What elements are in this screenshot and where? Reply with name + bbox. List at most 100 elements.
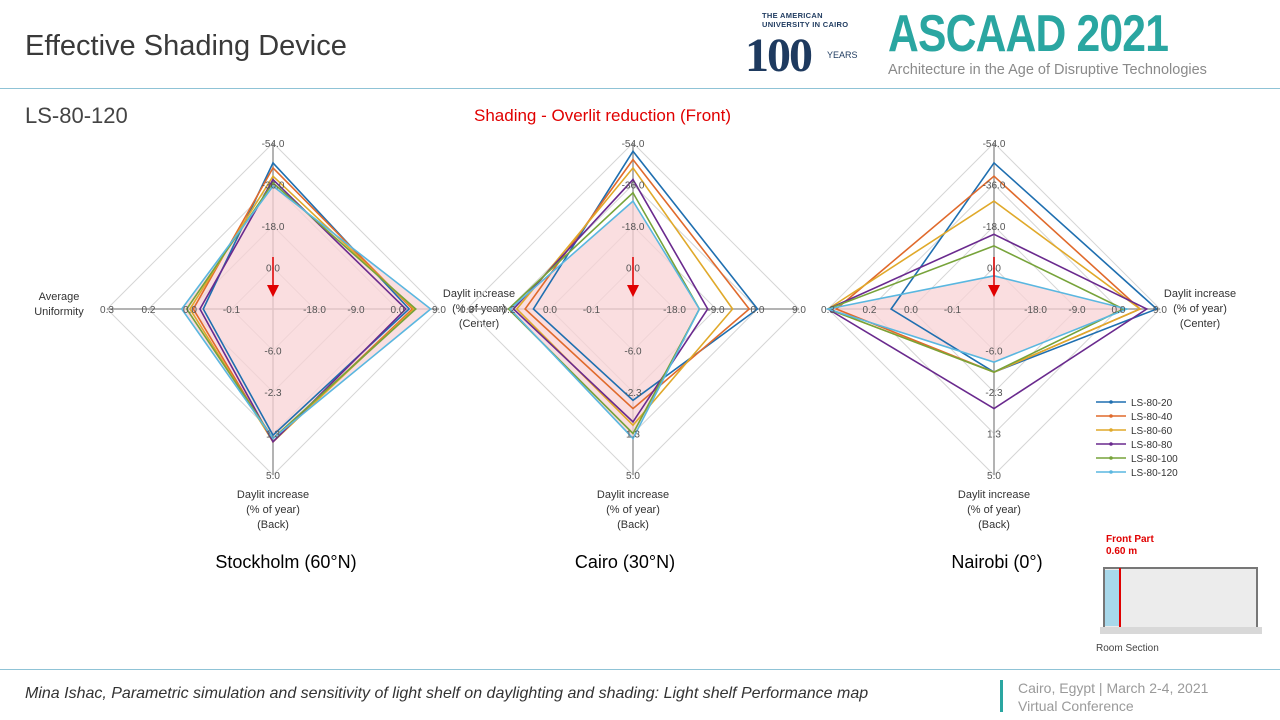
conference-logo: ASCAAD 2021 <box>888 5 1169 63</box>
radar-shaded-area <box>510 201 700 439</box>
radar-series-line <box>199 178 407 444</box>
radar-tick-label: -18.0 <box>622 222 645 233</box>
radar-tick-label: -18.0 <box>303 305 326 316</box>
radar-tick-label: 9.0 <box>792 305 806 316</box>
radar-tick-label: 1.3 <box>987 430 1001 441</box>
radar-tick-label: 0.0 <box>904 305 918 316</box>
radar-tick-label: 0.0 <box>391 305 405 316</box>
radar-tick-label: -6.0 <box>264 347 282 358</box>
legend-marker <box>1109 470 1113 474</box>
radar-tick-label: 9.0 <box>1153 305 1167 316</box>
radar-tick-label: -54.0 <box>622 139 645 150</box>
radar-tick-label: -6.0 <box>985 347 1003 358</box>
radar-tick-label: 0.2 <box>502 305 516 316</box>
radar-tick-label: -2.3 <box>264 388 282 399</box>
radar-series-line <box>507 191 701 435</box>
radar-axis-title: (Center) <box>1180 318 1220 330</box>
radar-series-line <box>180 185 432 440</box>
arrow-head-icon <box>627 285 639 297</box>
footer-citation: Mina Ishac, Parametric simulation and se… <box>25 685 869 702</box>
footer-divider <box>0 669 1280 670</box>
radar-tick-label: 0.0 <box>1112 305 1126 316</box>
radar-axis-title: Daylit increase <box>597 489 669 501</box>
window-glazing <box>1105 570 1119 626</box>
radar-tick-label: -36.0 <box>983 181 1006 192</box>
radar-tick-label: -0.1 <box>944 305 962 316</box>
radar-tick-label: -9.0 <box>707 305 725 316</box>
legend-marker <box>1109 456 1113 460</box>
radar-axis-title: (% of year) <box>246 504 300 516</box>
radar-tick-label: -18.0 <box>663 305 686 316</box>
legend-marker <box>1109 400 1113 404</box>
auc-name-line-1: THE AMERICAN <box>762 11 823 20</box>
arrow-head-icon <box>267 285 279 297</box>
radar-tick-label: 0.2 <box>142 305 156 316</box>
radar-tick-label: -0.1 <box>223 305 241 316</box>
radar-tick-label: 0.2 <box>863 305 877 316</box>
radar-tick-label: 1.3 <box>266 430 280 441</box>
room-section-caption: Room Section <box>1096 643 1159 654</box>
footer-accent-bar <box>1000 680 1003 712</box>
radar-tick-label: -54.0 <box>262 139 285 150</box>
radar-tick-label: -0.1 <box>583 305 601 316</box>
chart-title-city: Cairo (30°N) <box>575 552 675 572</box>
radar-tick-label: -2.3 <box>624 388 642 399</box>
radar-tick-label: -2.3 <box>985 388 1003 399</box>
legend-label: LS-80-60 <box>1131 426 1173 437</box>
radar-axis-title: Daylit increase <box>1164 288 1236 300</box>
front-part-value: 0.60 m <box>1106 546 1137 557</box>
radar-tick-label: 0.0 <box>751 305 765 316</box>
radar-axis-title: (Back) <box>978 519 1010 531</box>
radar-tick-label: -54.0 <box>983 139 1006 150</box>
section-title: Shading - Overlit reduction (Front) <box>474 106 731 125</box>
chart-title-city: Nairobi (0°) <box>951 552 1042 572</box>
radar-axis-title: Average <box>39 291 80 303</box>
radar-tick-label: -36.0 <box>622 181 645 192</box>
page-title: Effective Shading Device <box>25 30 347 62</box>
radar-shaded-area <box>828 275 1127 363</box>
auc-100-mark: 100 <box>745 29 813 82</box>
radar-tick-label: 0.0 <box>183 305 197 316</box>
front-part-label: Front Part <box>1106 534 1154 545</box>
radar-axis-title: (Back) <box>617 519 649 531</box>
radar-tick-label: -18.0 <box>1024 305 1047 316</box>
header-divider <box>0 88 1280 89</box>
arrow-head-icon <box>988 285 1000 297</box>
radar-tick-label: 1.3 <box>626 430 640 441</box>
radar-series-line <box>825 245 1126 373</box>
radar-tick-label: 5.0 <box>626 471 640 482</box>
radar-tick-label: -9.0 <box>347 305 365 316</box>
radar-tick-label: 5.0 <box>266 471 280 482</box>
radar-tick-label: -18.0 <box>262 222 285 233</box>
radar-tick-label: 0.3 <box>100 305 114 316</box>
legend-label: LS-80-40 <box>1131 412 1173 423</box>
radar-tick-label: 0.0 <box>543 305 557 316</box>
configuration-label: LS-80-120 <box>25 103 128 128</box>
radar-axis-title: (% of year) <box>967 504 1021 516</box>
footer-location-line-1: Cairo, Egypt | March 2-4, 2021 <box>1018 680 1209 696</box>
legend-label: LS-80-20 <box>1131 398 1173 409</box>
footer-location-line-2: Virtual Conference <box>1018 698 1134 714</box>
legend-label: LS-80-80 <box>1131 440 1173 451</box>
auc-name-line-2: UNIVERSITY IN CAIRO <box>762 20 849 29</box>
auc-years-label: YEARS <box>827 50 858 60</box>
radar-tick-label: -6.0 <box>624 347 642 358</box>
legend-label: LS-80-100 <box>1131 454 1178 465</box>
radar-axis-title: (% of year) <box>1173 303 1227 315</box>
radar-tick-label: 0.3 <box>460 305 474 316</box>
auc-centennial-logo: THE AMERICAN UNIVERSITY IN CAIRO 100 YEA… <box>745 10 865 82</box>
radar-series-line <box>826 233 1149 410</box>
radar-tick-label: 0.3 <box>821 305 835 316</box>
floor-slab <box>1100 627 1262 634</box>
footer-location: Cairo, Egypt | March 2-4, 2021 Virtual C… <box>1018 679 1208 715</box>
radar-tick-label: 9.0 <box>432 305 446 316</box>
legend-label: LS-80-120 <box>1131 468 1178 479</box>
radar-axis-title: Daylit increase <box>443 288 515 300</box>
room-section-diagram: Front Part 0.60 m Room Section <box>1096 534 1262 654</box>
radar-axis-title: (% of year) <box>606 504 660 516</box>
legend-marker <box>1109 442 1113 446</box>
conference-tagline: Architecture in the Age of Disruptive Te… <box>888 62 1207 78</box>
radar-tick-label: -36.0 <box>262 181 285 192</box>
radar-series-line <box>515 166 734 427</box>
radar-shaded-area <box>181 186 431 439</box>
